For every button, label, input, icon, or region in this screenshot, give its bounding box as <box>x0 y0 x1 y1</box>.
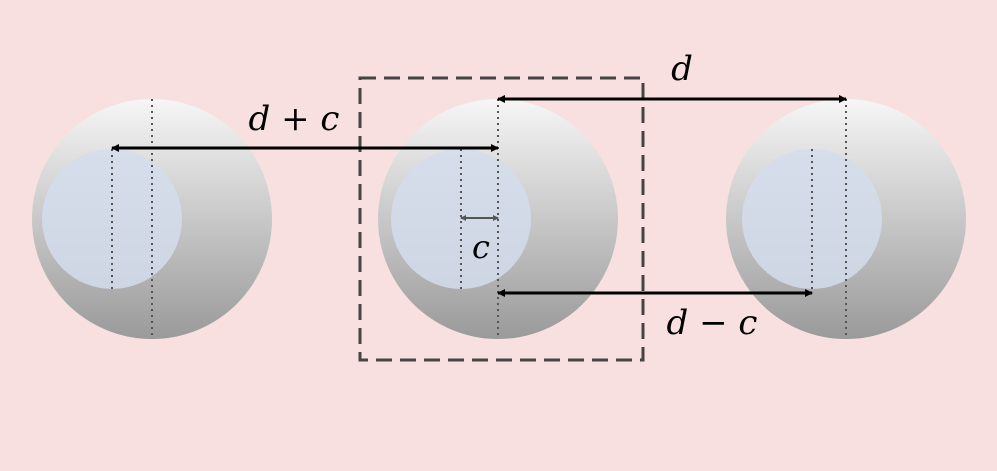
inner-circle-right <box>742 149 882 289</box>
molecule-right <box>726 99 966 339</box>
label-d: d <box>671 49 693 89</box>
label-d-minus-c: d − c <box>667 303 758 343</box>
inner-circle-left <box>42 149 182 289</box>
label-c: c <box>472 228 490 266</box>
molecule-left <box>32 99 272 339</box>
label-d-plus-c: d + c <box>249 99 340 139</box>
dashed-unit-box <box>358 76 645 362</box>
